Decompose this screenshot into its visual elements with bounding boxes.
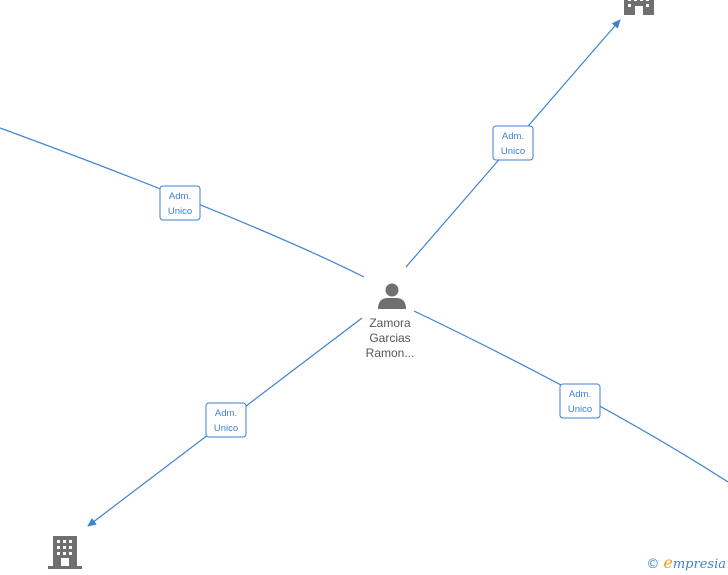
edge-label-text: Adm. — [169, 191, 191, 202]
building-icon[interactable] — [48, 536, 82, 569]
edge-label-text: Unico — [214, 423, 238, 434]
person-name-line: Zamora — [369, 316, 411, 330]
edge-label-text: Adm. — [502, 131, 524, 142]
edge-label-text: Adm. — [569, 389, 591, 400]
building-icon[interactable] — [624, 0, 654, 15]
edge-label-bottom-right[interactable]: Adm. Unico — [559, 383, 601, 419]
edge-label-text: Unico — [168, 206, 192, 217]
edge-label-top-right[interactable]: Adm. Unico — [492, 125, 534, 161]
copyright-symbol: © — [646, 557, 660, 572]
edge-label-bottom-left[interactable]: Adm. Unico — [205, 402, 247, 438]
brand-name: mpresia — [672, 557, 726, 572]
brand-watermark: ©empresia — [646, 553, 726, 572]
edge-label-text: Adm. — [215, 408, 237, 419]
edge-label-top-left[interactable]: Adm. Unico — [159, 185, 201, 221]
person-name-line: Garcias — [369, 331, 411, 345]
person-name[interactable]: Zamora Garcias Ramon... — [352, 316, 428, 361]
edge-line-top-left — [0, 127, 365, 278]
edge-label-text: Unico — [568, 404, 592, 415]
brand-e: e — [663, 553, 673, 572]
person-name-line: Ramon... — [365, 346, 415, 360]
edge-label-text: Unico — [501, 146, 525, 157]
person-icon[interactable] — [378, 283, 406, 310]
